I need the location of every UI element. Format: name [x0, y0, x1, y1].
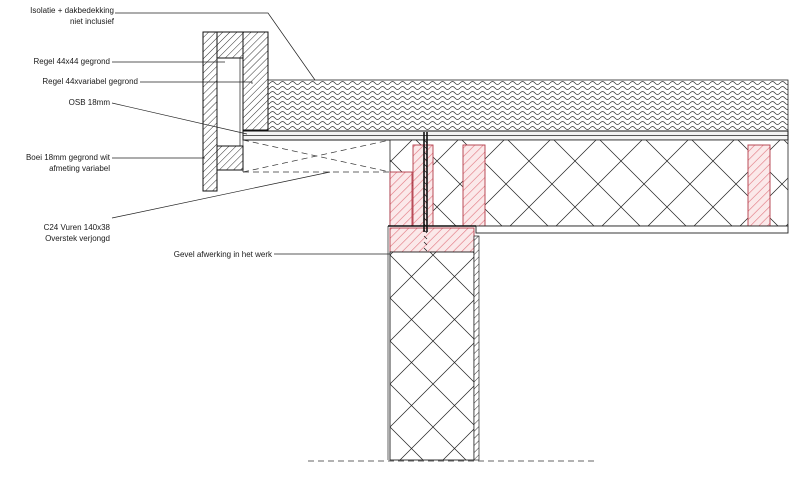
- leader-osb: [111, 102, 248, 135]
- timber-block-middle: [462, 144, 486, 227]
- label-insulation-1: Isolatie + dakbedekking: [30, 6, 114, 15]
- leader-batten-variable: [140, 81, 253, 84]
- roof-rafter-zone: [389, 139, 789, 227]
- label-facade: Gevel afwerking in het werk: [174, 250, 273, 259]
- rafter-overhang: [242, 139, 391, 173]
- batten-variable: [242, 31, 269, 131]
- label-rafter-1: C24 Vuren 140x38: [44, 223, 111, 232]
- fascia-board: [202, 31, 218, 192]
- label-fascia-2: afmeting variabel: [49, 164, 110, 173]
- screw: [423, 132, 428, 258]
- wall-inner-cladding: [473, 235, 480, 461]
- batten-lower: [216, 145, 244, 171]
- annotation-labels: Isolatie + dakbedekking niet inclusief R…: [26, 6, 273, 259]
- wall-section: [389, 235, 480, 461]
- osb-board: [242, 130, 789, 141]
- leader-rafter: [111, 171, 331, 219]
- wall-top-edge: [387, 225, 476, 460]
- ceiling-board: [475, 225, 789, 234]
- wall-top-plate: [389, 227, 475, 253]
- timber-block-inner: [412, 144, 434, 227]
- leader-lines: [111, 12, 390, 255]
- batten-44x44: [216, 31, 244, 59]
- label-fascia-1: Boei 18mm gegrond wit: [26, 153, 111, 162]
- label-batten-variable: Regel 44xvariabel gegrond: [42, 77, 138, 86]
- fascia-assembly: [202, 31, 269, 192]
- label-rafter-2: Overstek verjongd: [45, 234, 110, 243]
- timber-block-right: [747, 144, 771, 227]
- label-batten-44x44: Regel 44x44 gegrond: [33, 57, 110, 66]
- wall-plate-outer: [389, 171, 413, 227]
- insulation-layer: [267, 79, 789, 132]
- label-osb: OSB 18mm: [69, 98, 111, 107]
- label-insulation-2: niet inclusief: [70, 17, 115, 26]
- leader-insulation: [115, 12, 316, 81]
